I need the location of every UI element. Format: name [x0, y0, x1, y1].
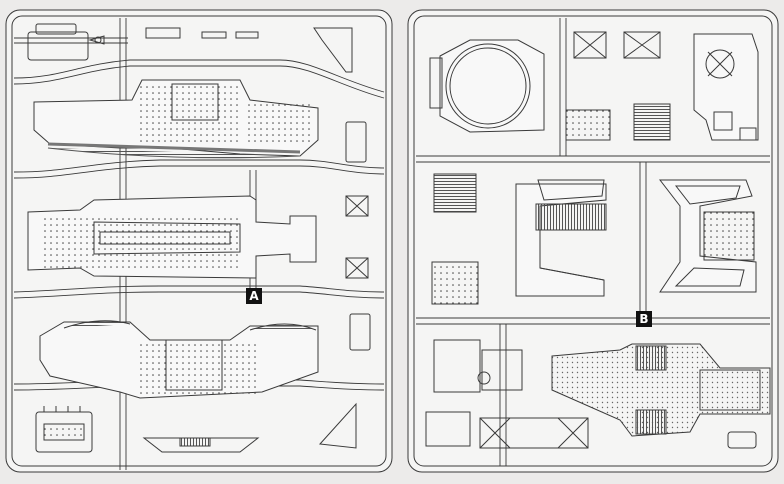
frame-label-a-text: A	[249, 289, 259, 303]
small-part-a2	[145, 27, 181, 39]
axle-grille	[179, 437, 211, 447]
angled-body-part	[515, 179, 607, 297]
hull-side-upper	[33, 79, 367, 163]
hull-floor	[27, 195, 369, 279]
door-panels	[425, 339, 589, 449]
sprue-b-runners	[416, 18, 770, 466]
frame-label-b-text: B	[639, 312, 648, 326]
hatch-pieces	[565, 31, 671, 141]
frame-label-b: B	[636, 311, 652, 327]
hull-side-lower	[39, 313, 371, 399]
rivet-panel	[431, 261, 479, 305]
engine-deck-mesh	[551, 343, 771, 437]
small-part-a4	[235, 31, 259, 39]
small-part-a3	[201, 31, 227, 39]
axle-part	[142, 437, 260, 453]
sprue-frame-a	[5, 9, 393, 473]
gearbox-part	[35, 406, 93, 453]
engine-block-part	[27, 23, 105, 61]
side-frame-part	[658, 179, 757, 293]
frame-label-a: A	[246, 288, 262, 304]
turret-ring-plate	[429, 39, 545, 133]
bracket-part	[318, 402, 357, 449]
engine-deck-part	[693, 33, 759, 141]
small-bracket-b	[727, 431, 757, 449]
sprue-frame-b	[407, 9, 779, 473]
fender-part-a5	[313, 27, 353, 73]
grille-part	[433, 173, 477, 213]
